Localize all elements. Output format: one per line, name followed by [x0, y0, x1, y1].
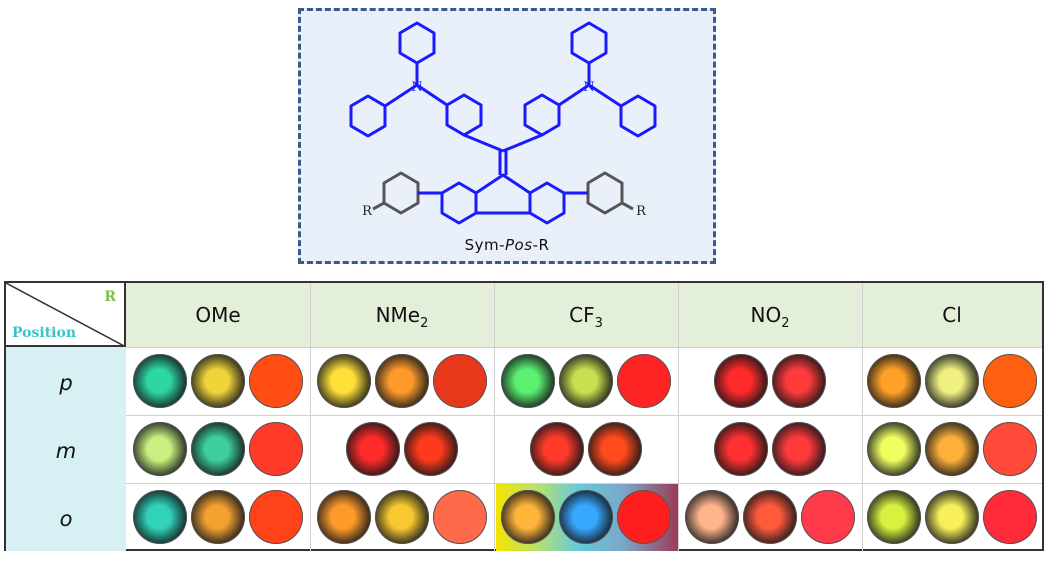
sample-photo-dish — [983, 490, 1037, 544]
row-divider — [126, 483, 1042, 484]
row-divider — [126, 415, 1042, 416]
sample-photo-dish — [501, 490, 555, 544]
column-header-ome: OMe — [126, 283, 310, 347]
sample-photo-dish — [191, 490, 245, 544]
substituent-label-right: R — [636, 204, 647, 219]
sample-photo-dish — [925, 490, 979, 544]
phenylene-ring-left — [445, 93, 483, 137]
sample-photo-dish — [772, 354, 826, 408]
sample-photo-dish — [133, 490, 187, 544]
phenyl-ring-outer-left — [349, 94, 387, 138]
sample-photo-dish — [249, 354, 303, 408]
sample-photo-dish — [867, 354, 921, 408]
substituent-label-left: R — [362, 204, 373, 219]
phenylene-ring-right — [523, 93, 561, 137]
sample-photo-dish — [743, 490, 797, 544]
sample-photo-dish — [867, 490, 921, 544]
column-divider — [310, 283, 311, 551]
sample-photo-dish — [249, 422, 303, 476]
sample-photo-dish — [772, 422, 826, 476]
column-header-text: OMe — [195, 303, 241, 327]
molecule-structure-panel: N N R R Sym-Pos-R — [298, 8, 716, 264]
sample-photo-dish — [530, 422, 584, 476]
sample-photo-dish — [714, 422, 768, 476]
column-header-text: NMe — [375, 303, 421, 327]
table-corner-cell: R Position — [6, 283, 126, 347]
sample-photo-dish — [375, 490, 429, 544]
sample-photo-dish — [346, 422, 400, 476]
sample-photo-dish — [133, 354, 187, 408]
column-header-nme2: NMe2 — [310, 283, 494, 347]
column-header-cl: Cl — [862, 283, 1042, 347]
sample-photo-dish — [317, 490, 371, 544]
fluorene-ring-right — [528, 181, 566, 225]
sample-photo-table: R Position OMe NMe2 CF3 NO2 Cl p m o — [4, 281, 1044, 551]
phenyl-ring-top-left — [398, 21, 436, 65]
molecule-name: Sym-Pos-R — [301, 236, 713, 254]
sample-photo-dish — [867, 422, 921, 476]
column-divider — [862, 283, 863, 551]
sample-photo-dish — [404, 422, 458, 476]
corner-label-position: Position — [12, 325, 76, 341]
nitrogen-label-right: N — [583, 80, 594, 95]
column-header-subscript: 2 — [781, 316, 790, 331]
sample-photo-dish — [925, 354, 979, 408]
molecule-name-prefix: Sym- — [464, 236, 506, 254]
molecule-name-italic: Pos — [505, 236, 533, 254]
sample-photo-dish — [983, 354, 1037, 408]
column-divider — [494, 283, 495, 551]
row-header-ortho: o — [59, 507, 73, 531]
position-column — [6, 347, 126, 551]
fluorene-ring-left — [440, 181, 478, 225]
sample-photo-dish — [983, 422, 1037, 476]
sample-photo-dish — [133, 422, 187, 476]
phenyl-ring-top-right — [570, 21, 608, 65]
column-header-text: CF — [569, 303, 595, 327]
sample-photo-dish — [617, 490, 671, 544]
molecule-structure-drawing: N N R R — [349, 21, 657, 225]
sample-photo-dish — [191, 422, 245, 476]
row-header-para: p — [59, 371, 73, 395]
column-header-text: NO — [750, 303, 782, 327]
fluorene-ring-centre — [474, 173, 532, 215]
sample-photo-dish — [501, 354, 555, 408]
sample-photo-dish — [433, 490, 487, 544]
sample-photo-dish — [714, 354, 768, 408]
column-header-no2: NO2 — [678, 283, 862, 347]
sample-photo-dish — [617, 354, 671, 408]
corner-label-r: R — [104, 289, 116, 305]
sample-photo-dish — [801, 490, 855, 544]
sample-photo-dish — [588, 422, 642, 476]
sample-photo-dish — [249, 490, 303, 544]
column-header-text: Cl — [942, 303, 962, 327]
sample-photo-dish — [925, 422, 979, 476]
sample-photo-dish — [685, 490, 739, 544]
molecule-name-suffix: -R — [532, 236, 550, 254]
column-header-cf3: CF3 — [494, 283, 678, 347]
column-header-subscript: 3 — [594, 316, 603, 331]
column-header-subscript: 2 — [420, 316, 429, 331]
table-header-row — [6, 283, 1042, 348]
sample-photo-dish — [559, 490, 613, 544]
phenyl-ring-outer-right — [619, 94, 657, 138]
sample-photo-dish — [191, 354, 245, 408]
aryl-ring-left — [382, 171, 420, 215]
aryl-ring-right — [586, 171, 624, 215]
sample-photo-dish — [559, 354, 613, 408]
sample-photo-dish — [317, 354, 371, 408]
corner-diagonal-line — [6, 283, 126, 347]
row-header-meta: m — [55, 439, 77, 463]
nitrogen-label-left: N — [411, 80, 422, 95]
column-divider — [678, 283, 679, 551]
sample-photo-dish — [375, 354, 429, 408]
sample-photo-dish — [433, 354, 487, 408]
